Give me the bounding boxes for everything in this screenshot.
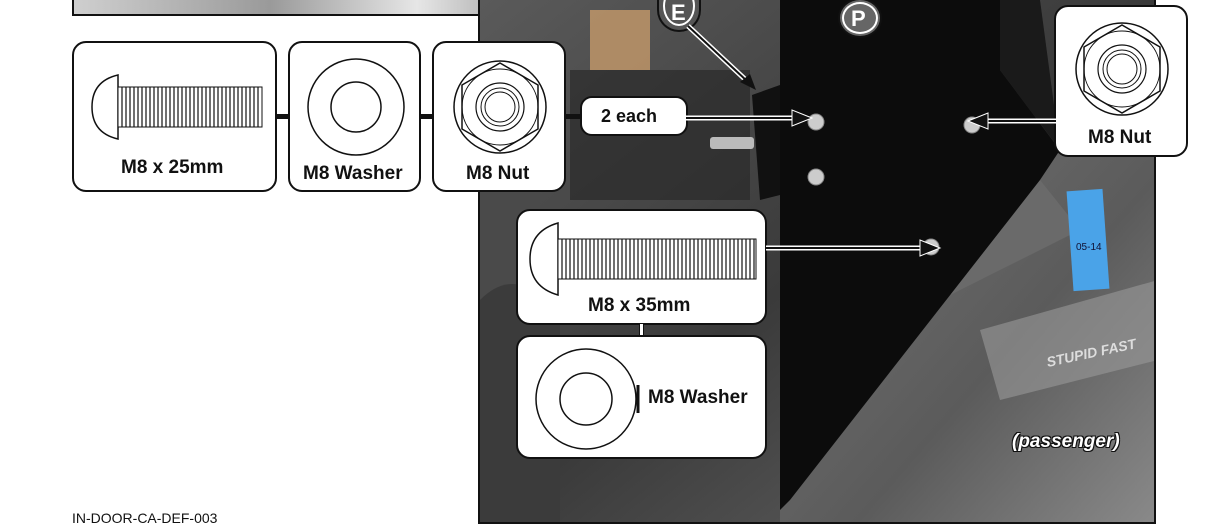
arrow-right-hole (966, 112, 1056, 130)
nut-right-label: M8 Nut (1088, 127, 1152, 148)
connector-2 (421, 114, 433, 119)
nut-top-card: M8 Nut (432, 41, 566, 192)
sticker-text: 05-14 (1076, 242, 1102, 253)
washer-top-label: M8 Washer (303, 163, 403, 184)
nut-top-icon (453, 60, 547, 154)
callout-e-label: E (671, 0, 686, 25)
nut-right-card: M8 Nut (1054, 5, 1188, 157)
passenger-label: (passenger) (1012, 431, 1120, 452)
arrow-top-hole (686, 109, 814, 127)
bolt-25mm-icon (91, 74, 263, 140)
nut-top-label: M8 Nut (466, 163, 530, 184)
bolt-35mm-label: M8 x 35mm (588, 295, 691, 316)
washer-bottom-icon (535, 348, 640, 450)
quantity-pill: 2 each (580, 96, 688, 136)
bolt-25mm-card: M8 x 25mm (72, 41, 277, 192)
washer-bottom-card: M8 Washer (516, 335, 767, 459)
washer-top-card: M8 Washer (288, 41, 421, 192)
nut-right-icon (1075, 22, 1169, 116)
connector-4 (639, 324, 644, 336)
callout-p-label: P (851, 6, 866, 31)
washer-bottom-label: M8 Washer (648, 387, 748, 408)
washer-top-icon (307, 58, 405, 156)
connector-3 (566, 114, 582, 119)
bolt-35mm-icon (529, 222, 757, 296)
callout-e-leader (686, 24, 756, 90)
bolt-35mm-card: M8 x 35mm (516, 209, 767, 325)
document-code: IN-DOOR-CA-DEF-003 (72, 510, 218, 526)
arrow-bottom-hole (766, 239, 942, 257)
callout-p: P (838, 0, 882, 38)
quantity-label: 2 each (601, 106, 658, 126)
bolt-25mm-label: M8 x 25mm (121, 157, 224, 178)
connector-1 (277, 114, 289, 119)
